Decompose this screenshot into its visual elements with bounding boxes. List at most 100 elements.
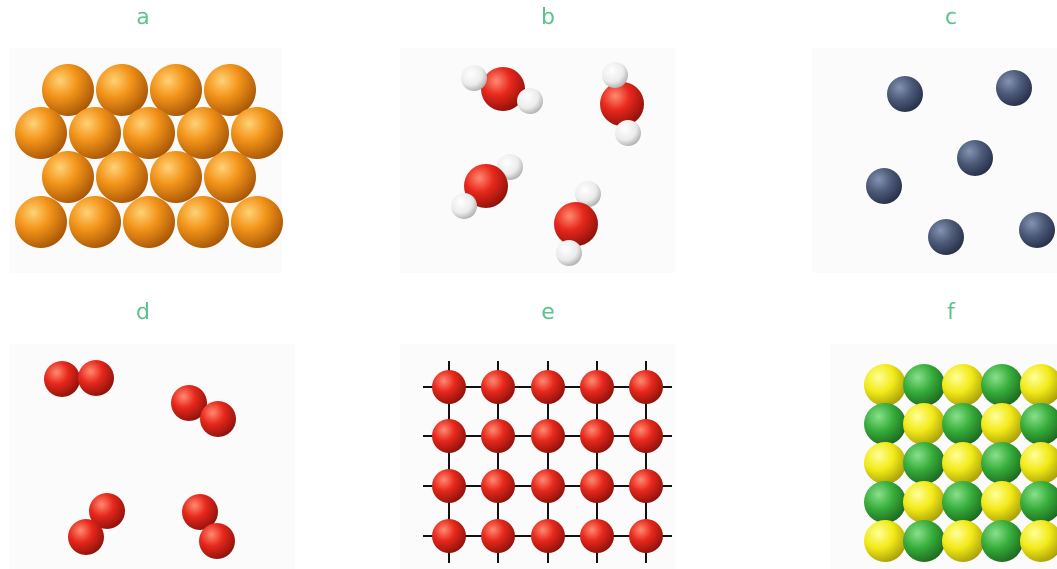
oxygen-atom: [481, 67, 525, 111]
network-atom: [432, 419, 466, 453]
network-atom: [531, 519, 565, 553]
panel-label-f: f: [947, 300, 955, 325]
yellow-ion: [942, 364, 984, 406]
metal-atom: [177, 196, 229, 248]
green-ion: [1020, 481, 1057, 523]
metal-atom: [123, 196, 175, 248]
yellow-ion: [981, 481, 1023, 523]
yellow-ion: [981, 403, 1023, 445]
panel-label-c: c: [944, 5, 958, 30]
diatomic-atom: [171, 385, 207, 421]
metal-atom: [123, 107, 175, 159]
green-ion: [981, 364, 1023, 406]
network-atom: [629, 469, 663, 503]
diatomic-atom: [68, 519, 104, 555]
yellow-ion: [903, 481, 945, 523]
metal-atom: [42, 151, 94, 203]
gas-atoms-icon: [866, 70, 1055, 255]
metal-lattice-icon: [15, 64, 283, 248]
gas-atom: [928, 219, 964, 255]
water-molecules-icon: [451, 62, 644, 266]
metal-atom: [69, 107, 121, 159]
network-atom: [629, 370, 663, 404]
network-atom: [432, 370, 466, 404]
network-atom: [580, 469, 614, 503]
network-atom: [481, 419, 515, 453]
network-atom: [580, 519, 614, 553]
yellow-ion: [864, 364, 906, 406]
gas-atom: [996, 70, 1032, 106]
network-atom: [481, 519, 515, 553]
oxygen-atom: [600, 82, 644, 126]
yellow-ion: [1020, 364, 1057, 406]
metal-atom: [42, 64, 94, 116]
yellow-ion: [942, 442, 984, 484]
diatomic-molecules-icon: [44, 360, 236, 559]
panel-label-b: b: [541, 5, 555, 30]
network-atom: [580, 370, 614, 404]
network-atom: [432, 519, 466, 553]
hydrogen-atom: [517, 88, 543, 114]
green-ion: [903, 364, 945, 406]
network-atom: [531, 370, 565, 404]
network-atom: [580, 419, 614, 453]
yellow-ion: [1020, 520, 1057, 562]
metal-atom: [96, 151, 148, 203]
metal-atom: [96, 64, 148, 116]
network-atom: [481, 469, 515, 503]
green-ion: [903, 520, 945, 562]
network-atom: [531, 419, 565, 453]
diatomic-atom: [199, 523, 235, 559]
metal-atom: [204, 64, 256, 116]
network-atom: [531, 469, 565, 503]
metal-atom: [69, 196, 121, 248]
network-atom: [629, 419, 663, 453]
hydrogen-atom: [451, 193, 477, 219]
gas-atom: [957, 140, 993, 176]
ionic-lattice-icon: [864, 364, 1057, 562]
green-ion: [864, 481, 906, 523]
green-ion: [981, 520, 1023, 562]
diatomic-atom: [182, 494, 218, 530]
diatomic-atom: [200, 401, 236, 437]
yellow-ion: [864, 442, 906, 484]
yellow-ion: [942, 520, 984, 562]
diatomic-atom: [78, 360, 114, 396]
network-lattice-icon: [423, 361, 672, 563]
green-ion: [864, 403, 906, 445]
metal-atom: [231, 196, 283, 248]
green-ion: [942, 481, 984, 523]
gas-atom: [866, 168, 902, 204]
gas-atom: [887, 76, 923, 112]
green-ion: [942, 403, 984, 445]
panel-label-e: e: [541, 300, 555, 325]
gas-atom: [1019, 212, 1055, 248]
panel-label-d: d: [136, 300, 150, 325]
network-atom: [432, 469, 466, 503]
metal-atom: [231, 107, 283, 159]
hydrogen-atom: [615, 120, 641, 146]
oxygen-atom: [464, 164, 508, 208]
panel-label-a: a: [136, 5, 150, 30]
hydrogen-atom: [602, 62, 628, 88]
network-atom: [481, 370, 515, 404]
hydrogen-atom: [556, 240, 582, 266]
metal-atom: [150, 64, 202, 116]
hydrogen-atom: [461, 65, 487, 91]
metal-atom: [204, 151, 256, 203]
green-ion: [981, 442, 1023, 484]
green-ion: [903, 442, 945, 484]
oxygen-atom: [554, 202, 598, 246]
diatomic-atom: [89, 493, 125, 529]
yellow-ion: [903, 403, 945, 445]
hydrogen-atom: [575, 181, 601, 207]
yellow-ion: [864, 520, 906, 562]
network-atom: [629, 519, 663, 553]
green-ion: [1020, 403, 1057, 445]
panel-b-background: [400, 48, 675, 273]
metal-atom: [177, 107, 229, 159]
diatomic-atom: [44, 361, 80, 397]
metal-atom: [15, 107, 67, 159]
metal-atom: [150, 151, 202, 203]
